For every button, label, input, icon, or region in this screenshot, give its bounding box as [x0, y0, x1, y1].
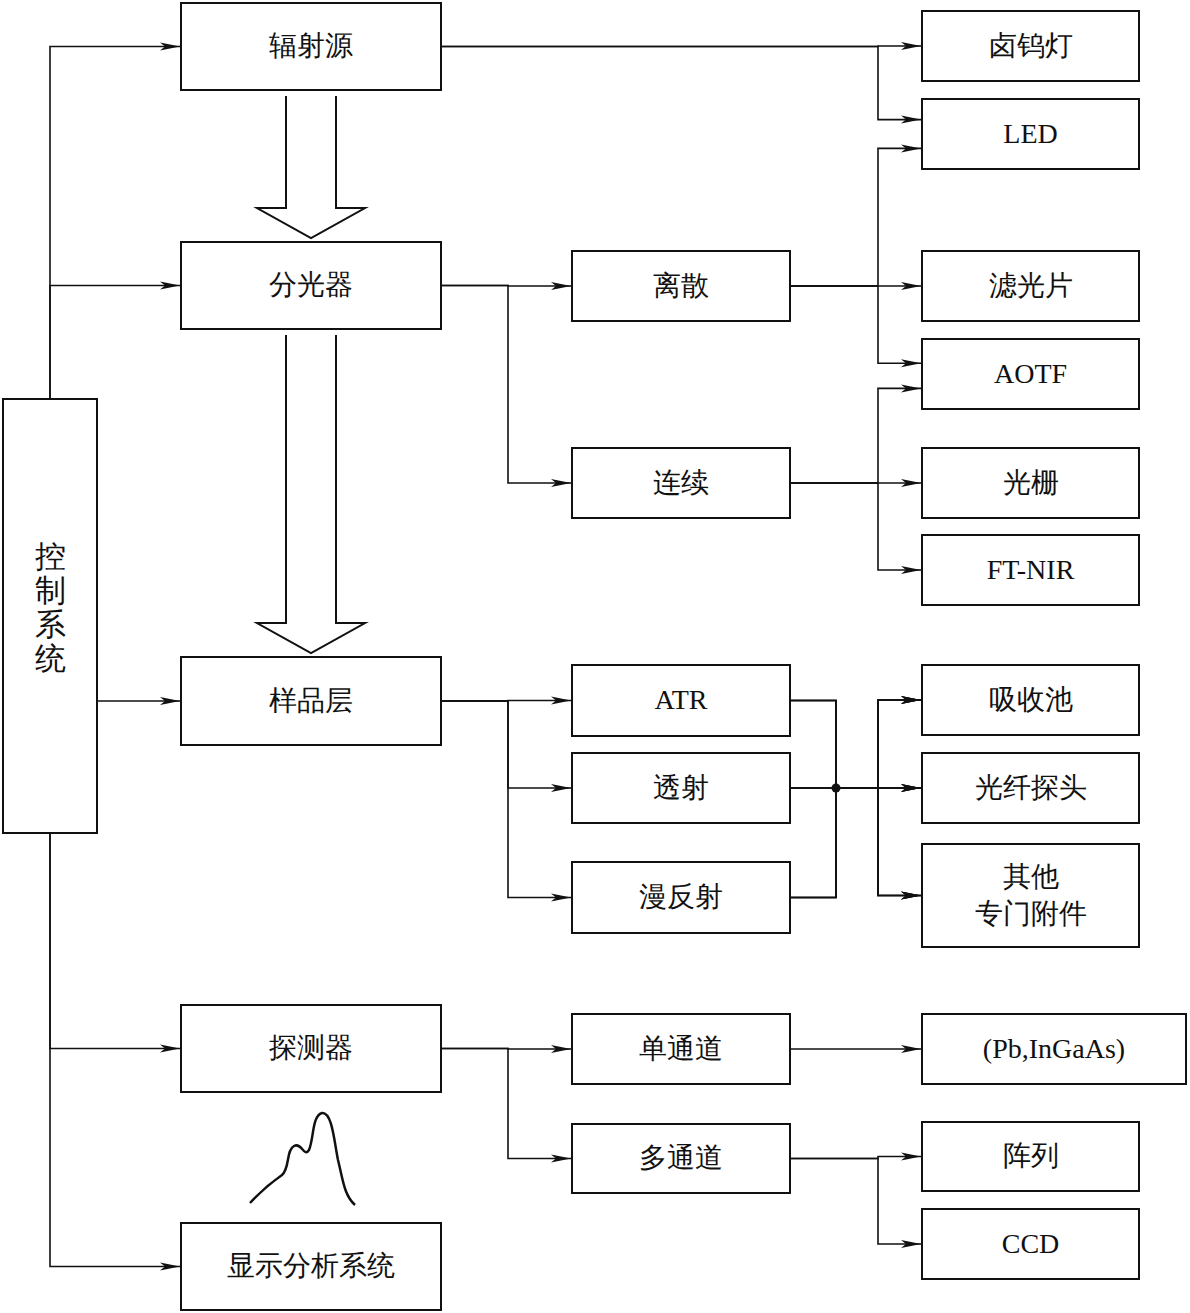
stage-box: 显示分析系统 [180, 1222, 442, 1311]
component-box: 卤钨灯 [921, 10, 1140, 82]
node-label: 离散 [653, 268, 709, 304]
component-box: 光栅 [921, 447, 1140, 519]
connector [791, 700, 921, 788]
component-box: FT-NIR [921, 534, 1140, 606]
connector [791, 483, 921, 570]
node-label: 卤钨灯 [989, 28, 1073, 64]
node-label: 样品层 [269, 683, 353, 719]
node-label: 控制系统 [35, 540, 66, 676]
node-label: 显示分析系统 [227, 1248, 395, 1284]
connector [98, 700, 180, 702]
connector [50, 286, 180, 399]
component-box: LED [921, 98, 1140, 170]
connector [442, 701, 571, 788]
node-label: 探测器 [269, 1030, 353, 1066]
component-box: 滤光片 [921, 250, 1140, 322]
stage-box: 探测器 [180, 1004, 442, 1093]
component-box: (Pb,InGaAs) [921, 1013, 1187, 1085]
connector [791, 148, 921, 286]
component-box: 阵列 [921, 1121, 1140, 1192]
connector [791, 286, 921, 363]
connector [791, 788, 921, 896]
stage-box: 样品层 [180, 656, 442, 746]
block-arrow [257, 96, 365, 238]
node-label: 吸收池 [989, 682, 1073, 718]
block-arrow [257, 335, 365, 653]
component-box: 光纤探头 [921, 752, 1140, 824]
node-label: 阵列 [1003, 1138, 1059, 1174]
node-label: 连续 [653, 465, 709, 501]
connector [791, 700, 921, 898]
connector [442, 1049, 571, 1159]
connector [791, 701, 921, 789]
component-box: AOTF [921, 338, 1140, 410]
connector [442, 701, 571, 898]
connector [791, 1159, 921, 1245]
node-label: (Pb,InGaAs) [983, 1031, 1125, 1067]
node-label: FT-NIR [987, 552, 1075, 588]
connector [791, 700, 921, 788]
type-box: 单通道 [571, 1013, 791, 1085]
connector [791, 388, 921, 483]
node-label: 滤光片 [989, 268, 1073, 304]
connector [442, 286, 571, 484]
node-label: AOTF [994, 356, 1067, 392]
stage-box: 分光器 [180, 241, 442, 330]
node-label: 其他 专门附件 [969, 859, 1092, 932]
node-label: ATR [655, 682, 708, 718]
component-box: 其他 专门附件 [921, 843, 1140, 948]
node-label: 分光器 [269, 267, 353, 303]
component-box: 吸收池 [921, 664, 1140, 736]
type-box: 连续 [571, 447, 791, 519]
type-box: ATR [571, 664, 791, 737]
connector [791, 1048, 921, 1050]
stage-box: 辐射源 [180, 2, 442, 91]
connector [50, 47, 180, 399]
node-label: 单通道 [639, 1031, 723, 1067]
node-label: 漫反射 [639, 879, 723, 915]
connector [791, 701, 921, 896]
connector [791, 788, 921, 898]
type-box: 离散 [571, 250, 791, 322]
spectrum-curve [250, 1113, 355, 1205]
connector [791, 788, 921, 898]
node-label: LED [1003, 116, 1057, 152]
type-box: 多通道 [571, 1123, 791, 1194]
node-label: 光纤探头 [975, 770, 1087, 806]
node-label: 辐射源 [269, 28, 353, 64]
connector [442, 47, 921, 120]
control-box: 控制系统 [2, 398, 98, 834]
connector [50, 834, 180, 1267]
node-label: 多通道 [639, 1140, 723, 1176]
node-label: 透射 [653, 770, 709, 806]
component-box: CCD [921, 1208, 1140, 1280]
node-label: CCD [1002, 1226, 1060, 1262]
type-box: 漫反射 [571, 861, 791, 934]
type-box: 透射 [571, 752, 791, 824]
connector [50, 834, 180, 1049]
node-label: 光栅 [1003, 465, 1059, 501]
